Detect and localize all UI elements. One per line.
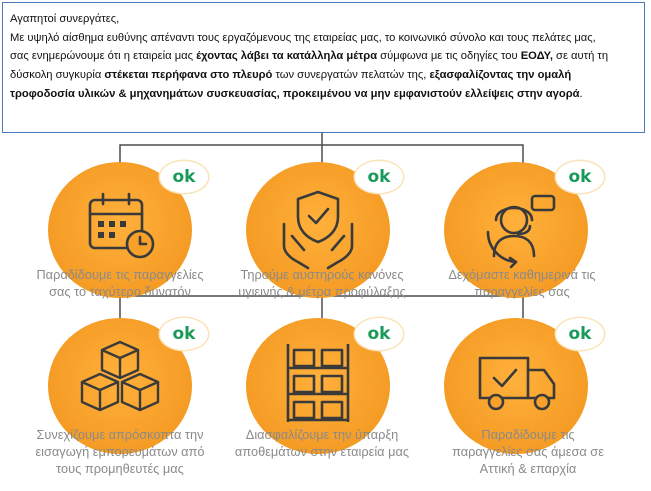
notice-line-2: σας ενημερώνουμε ότι η εταιρεία μας έχον… — [10, 50, 609, 63]
hands-shield-icon — [282, 190, 354, 270]
notice-line-1: Με υψηλό αίσθημα ευθύνης απέναντι τους ε… — [10, 31, 596, 44]
ok-badge: ok — [355, 318, 403, 350]
ok-badge: ok — [160, 318, 208, 350]
calendar-clock-icon — [88, 192, 155, 259]
ok-badge: ok — [160, 161, 208, 193]
notice-line-4: τροφοδοσία υλικών & μηχανημάτων συσκευασ… — [10, 87, 583, 100]
notice-box: Αγαπητοί συνεργάτες, Με υψηλό αίσθημα ευ… — [2, 2, 645, 133]
ok-badge: ok — [556, 318, 604, 350]
notice-greeting: Αγαπητοί συνεργάτες, — [10, 13, 120, 25]
delivery-truck-icon — [478, 356, 556, 411]
warehouse-shelves-icon — [286, 344, 350, 422]
circle-stock — [246, 318, 390, 454]
ok-badge: ok — [556, 161, 604, 193]
customer-support-icon — [486, 194, 556, 269]
ok-badge: ok — [355, 161, 403, 193]
stacked-boxes-icon — [80, 340, 160, 412]
notice-line-3: δύσκολη συγκυρία στέκεται περήφανα στο π… — [10, 69, 572, 82]
